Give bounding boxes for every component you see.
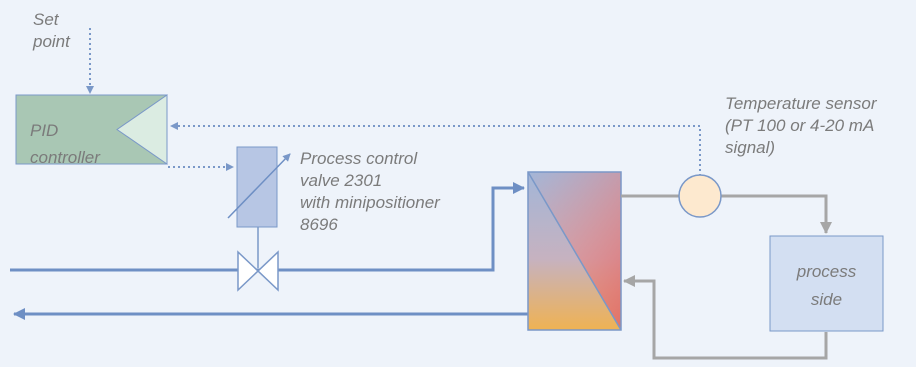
valve-label: Process control valve 2301 with miniposi… [300,148,440,236]
pid-label-line: controller [30,148,100,167]
setpoint-label: Set point [33,9,70,53]
heat-exchanger [527,171,622,331]
temperature-sensor-label: Temperature sensor (PT 100 or 4-20 mA si… [725,93,877,159]
valve-label-line: with minipositioner [300,193,440,212]
setpoint-label-line: point [33,32,70,51]
process-side-box [769,235,884,332]
pid-controller-box [15,94,168,165]
sensor-label-line: Temperature sensor [725,94,877,113]
process-label-line: process [796,262,857,281]
secondary-return-pipe [623,275,828,360]
temperature-sensor [678,174,722,218]
setpoint-label-line: Set [33,10,59,29]
pid-controller-label: PID controller [30,117,100,171]
sensor-label-line: (PT 100 or 4-20 mA [725,116,875,135]
valve-label-line: valve 2301 [300,171,383,190]
valve-label-line: 8696 [300,215,338,234]
process-label-line: side [810,290,843,309]
secondary-flow-pipe [621,194,832,234]
valve-body [237,250,279,292]
valve-adjust-arrow [227,153,291,219]
valve-label-line: Process control [300,149,418,168]
pid-label-line: PID [30,121,59,140]
feedback-signal-line [170,122,701,176]
process-side-label: process side [770,258,883,314]
sensor-label-line: signal) [725,138,776,157]
